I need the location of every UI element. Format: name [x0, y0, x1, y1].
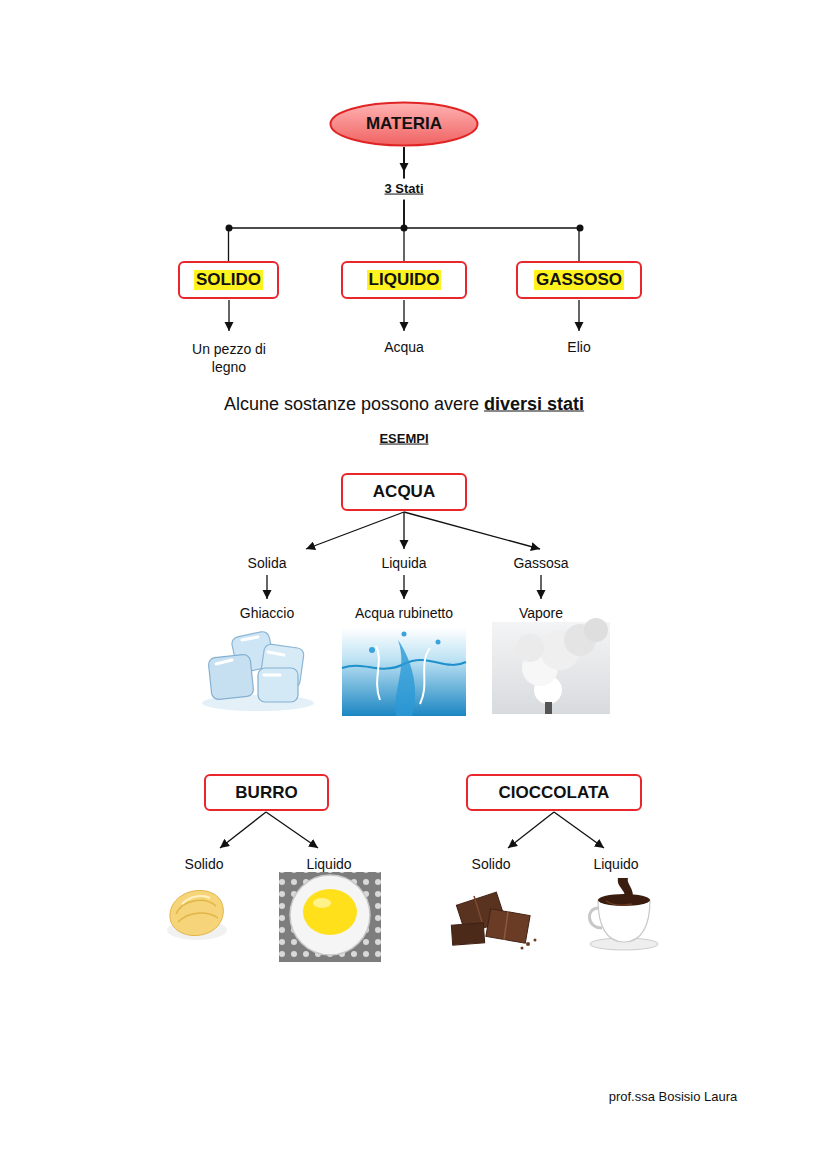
state-box: GASSOSO [516, 261, 642, 299]
ice-cube [208, 654, 254, 700]
state-box: SOLIDO [178, 261, 279, 299]
water-body [342, 628, 466, 716]
arrow [403, 575, 404, 599]
branch-label: 3 Stati [380, 179, 427, 200]
butter-curl-line [178, 913, 218, 922]
node-label: SOLIDO [194, 270, 263, 290]
branch-connector [404, 147, 579, 261]
state-label: Solida [248, 554, 287, 572]
node-label: GASSOSO [534, 270, 624, 290]
ice-illustration [202, 630, 314, 711]
water-drop [436, 640, 441, 645]
butter-curl [170, 890, 223, 935]
node-label: ACQUA [373, 482, 435, 502]
substance-box: BURRO [204, 774, 329, 811]
author-note: prof.ssa Bosisio Laura [609, 1089, 738, 1106]
example-label: Ghiaccio [240, 604, 294, 622]
node-label: MATERIA [366, 114, 442, 134]
melted-butter [303, 889, 357, 935]
ice-highlight [264, 674, 280, 677]
ice-highlight [216, 660, 232, 664]
node-label: LIQUIDO [367, 270, 442, 290]
chocolate-swirl [606, 901, 632, 905]
tray [279, 872, 381, 962]
ice-highlight [268, 652, 284, 655]
ellipse-shape [331, 103, 478, 146]
example-label: Acqua [384, 338, 424, 356]
state-box: LIQUIDO [341, 261, 467, 299]
chocolate-crumb [521, 947, 524, 950]
chocolate-groove [504, 912, 508, 940]
substance-box: ACQUA [341, 473, 467, 511]
state-label: Liquida [381, 554, 426, 572]
example-label: Un pezzo di legno [179, 340, 279, 376]
arrow [403, 512, 404, 549]
arrow [266, 575, 267, 599]
water-drop [402, 632, 407, 637]
ice-cube [258, 668, 298, 702]
sentence-line: Alcune sostanze possono averediversi sta… [224, 394, 584, 415]
butter-illustration [167, 890, 227, 940]
water-splash [420, 648, 430, 704]
ice-highlight [242, 637, 258, 640]
arrow [554, 812, 604, 848]
arrow [228, 300, 229, 331]
arrow [540, 575, 541, 599]
cup-body [598, 900, 650, 942]
butter-highlight [313, 898, 331, 908]
chocolate-illustration [451, 892, 536, 949]
chocolate-piece [486, 909, 530, 944]
water-illustration [342, 628, 466, 716]
sentence-emphasis: diversi stati [484, 394, 584, 414]
example-label: Acqua rubinetto [355, 604, 453, 622]
example-label: Elio [567, 338, 590, 356]
steam-illustration [492, 618, 610, 714]
arrow [220, 812, 266, 848]
chocolate-crumb [526, 942, 530, 946]
chocolate-drip [618, 878, 633, 900]
chocolate-piece [451, 923, 484, 945]
section-heading: ESEMPI [379, 431, 428, 448]
state-label: Solido [185, 855, 224, 873]
state-label: Liquido [593, 855, 638, 873]
node-label: CIOCCOLATA [499, 783, 610, 803]
substance-box: CIOCCOLATA [466, 774, 642, 811]
state-label: Solido [472, 855, 511, 873]
example-label: Vapore [519, 604, 563, 622]
steam-cloud [584, 618, 608, 642]
branch-connector [229, 147, 405, 261]
arrow [404, 512, 540, 549]
bowl [290, 875, 370, 955]
chocolate-crumb [534, 939, 537, 942]
water-splash [395, 640, 415, 716]
butter-highlight [182, 896, 210, 904]
melted-butter-illustration [279, 872, 381, 962]
connector-group [229, 147, 580, 261]
cup-illustration [589, 878, 658, 950]
node-label: BURRO [235, 783, 297, 803]
arrow [578, 300, 579, 331]
state-label: Liquido [306, 855, 351, 873]
root-ellipse: MATERIA [329, 101, 479, 147]
water-drop [369, 647, 375, 653]
sentence-text: Alcune sostanze possono avere [224, 394, 479, 414]
water-splash [376, 646, 380, 700]
chocolate-groove [474, 896, 482, 922]
cup-handle [589, 908, 602, 928]
steam-cloud [516, 634, 544, 662]
state-label: Gassosa [513, 554, 568, 572]
butter-curl-line [176, 900, 216, 914]
arrow [403, 300, 404, 331]
arrow [266, 812, 318, 848]
arrow [508, 812, 554, 848]
chimney [545, 702, 552, 714]
arrow [306, 512, 404, 549]
